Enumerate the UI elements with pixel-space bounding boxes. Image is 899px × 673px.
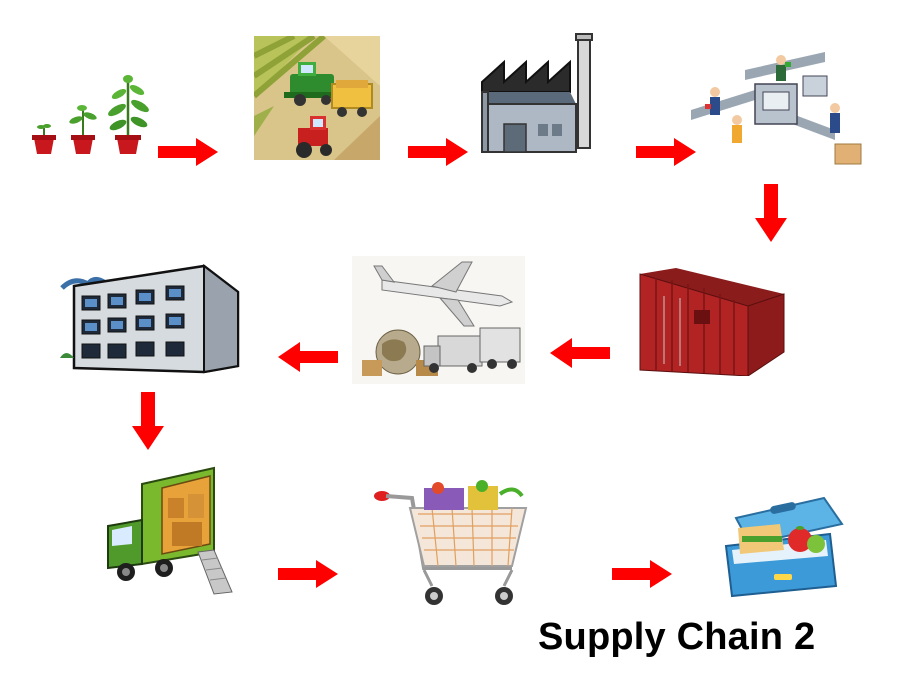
down-arrow-icon xyxy=(132,392,164,450)
right-arrow-icon xyxy=(612,560,672,588)
seedlings-icon xyxy=(22,70,157,160)
warehouse-icon xyxy=(54,262,244,376)
air-and-road-freight-icon xyxy=(352,256,525,384)
harvest-field-icon xyxy=(254,36,380,160)
right-arrow-icon xyxy=(636,138,696,166)
diagram-title: Supply Chain 2 xyxy=(538,616,816,658)
down-arrow-icon xyxy=(755,184,787,242)
shipping-container-icon xyxy=(636,266,786,376)
right-arrow-icon xyxy=(408,138,468,166)
lunch-box-icon xyxy=(720,494,844,600)
right-arrow-icon xyxy=(278,560,338,588)
factory-icon xyxy=(478,32,602,160)
shopping-cart-icon xyxy=(372,480,534,610)
left-arrow-icon xyxy=(550,338,610,368)
left-arrow-icon xyxy=(278,342,338,372)
delivery-truck-icon xyxy=(102,464,234,596)
assembly-line-icon xyxy=(685,40,867,170)
right-arrow-icon xyxy=(158,138,218,166)
